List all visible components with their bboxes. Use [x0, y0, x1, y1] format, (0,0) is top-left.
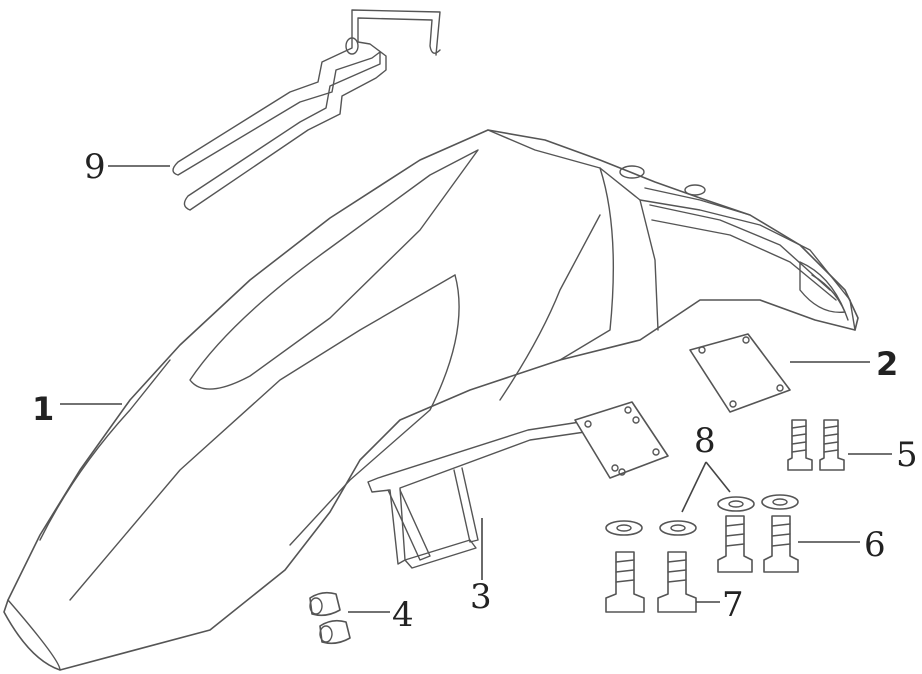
leader-lines: [60, 165, 892, 613]
part-1-front-fender: [3, 129, 859, 671]
callout-2: 2: [876, 345, 898, 383]
part-6-bolts: [717, 515, 799, 573]
part-5-screws: [787, 419, 845, 471]
part-9-wire-clip: [172, 9, 441, 211]
part-2-mounting-plate: [689, 333, 791, 413]
callout-9: 9: [84, 147, 106, 187]
callout-5: 5: [896, 435, 918, 475]
part-7-bolts: [605, 551, 697, 613]
callout-7: 7: [722, 585, 744, 625]
callout-4: 4: [392, 595, 414, 635]
part-3-fender-bracket: [367, 401, 669, 569]
callout-6: 6: [864, 525, 886, 565]
callout-1: 1: [32, 390, 54, 428]
callout-8: 8: [694, 421, 716, 461]
part-4-grommets: [309, 591, 351, 645]
callout-3: 3: [470, 577, 492, 617]
part-8-washers: [605, 494, 799, 536]
